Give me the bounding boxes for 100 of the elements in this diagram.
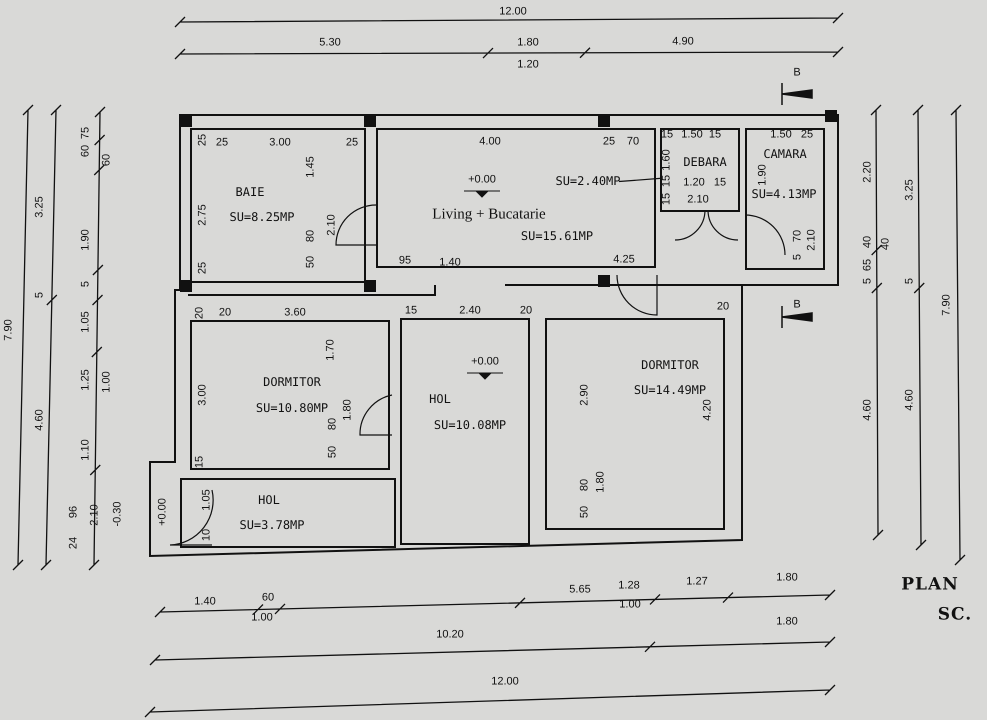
dimension-text: 25 <box>602 136 616 148</box>
dimension-text: 80 <box>306 230 316 242</box>
dimension-text: 1.28 <box>618 580 640 592</box>
dimension-text: 1.50 <box>681 130 703 140</box>
dimension-text: 2.10 <box>90 504 100 526</box>
dimension-text: 50 <box>328 446 338 458</box>
room-name: HOL <box>258 494 280 506</box>
dimension-text: 1.05 <box>80 311 92 333</box>
dimension-text: 25 <box>346 138 358 148</box>
dimension-text: 1.70 <box>326 339 336 361</box>
area-text: DEBARA <box>683 156 727 168</box>
dimension-text: 7.90 <box>942 294 952 316</box>
dimension-text: 7.90 <box>4 319 14 341</box>
dimension-text: 2.10 <box>687 194 709 206</box>
room-name: CAMARA <box>763 148 807 160</box>
dimension-text: 5 <box>34 292 46 298</box>
room-outline <box>180 478 396 548</box>
dimension-text: 1.40 <box>194 596 216 608</box>
room-outline <box>545 318 725 530</box>
dimension-text: 4.00 <box>479 136 501 148</box>
room-name: DORMITOR <box>263 376 321 388</box>
dimension-text: 95 <box>398 256 412 266</box>
dimension-text: 12.00 <box>491 676 519 688</box>
dimension-text: 2.20 <box>862 161 874 183</box>
dimension-text: 60 <box>262 592 274 604</box>
dimension-text: 1.80 <box>776 572 798 584</box>
dimension-text: 12.00 <box>499 6 527 18</box>
dimension-text: 5 <box>792 254 804 260</box>
dimension-text: 4.20 <box>702 399 714 421</box>
room-outline <box>190 320 390 470</box>
dimension-text: 5.30 <box>319 38 341 48</box>
dimension-text: 20 <box>716 302 730 312</box>
dimension-text: 60 <box>102 154 112 166</box>
dimension-text: 3.00 <box>198 384 208 406</box>
dimension-text: 60 <box>80 144 92 158</box>
dimension-text: 1.80 <box>342 399 354 421</box>
area-text: SU=8.25MP <box>229 211 295 223</box>
dimension-text: -0.30 <box>112 501 124 527</box>
dimension-text: 80 <box>580 478 590 492</box>
dimension-text: 1.45 <box>306 156 316 178</box>
area-text: SU=4.13MP <box>751 188 817 200</box>
dimension-text: 25 <box>800 130 814 140</box>
dimension-text: 3.25 <box>904 179 916 201</box>
room-outline <box>745 128 825 270</box>
dimension-text: 4.60 <box>904 389 916 411</box>
dimension-text: 5 <box>904 278 916 284</box>
dimension-text: 1.00 <box>251 612 273 624</box>
dimension-text: 2.10 <box>326 214 338 236</box>
leader-line <box>618 178 660 182</box>
dimension-text: 1.10 <box>80 439 92 461</box>
dimension-text: 1.90 <box>80 229 92 251</box>
dimension-text: 15 <box>404 306 418 316</box>
dimension-text: 1.05 <box>202 489 212 511</box>
drawing-title: PLAN <box>901 576 959 594</box>
dimension-text: 25 <box>198 134 208 146</box>
dimension-text: 15 <box>708 130 722 140</box>
dimension-text: 15 <box>714 178 726 188</box>
area-text: SU=15.61MP <box>520 230 594 242</box>
room-outline <box>376 128 656 268</box>
dimension-text: 2.40 <box>459 306 481 316</box>
dimension-text: 25 <box>198 262 208 274</box>
dimension-text: 15 <box>194 456 206 468</box>
area-text: SU=3.78MP <box>239 519 305 531</box>
room-outline <box>660 128 740 212</box>
area-text: SU=2.40MP <box>555 175 621 187</box>
dimension-text: 2.75 <box>198 204 208 226</box>
dimension-text: 50 <box>580 506 590 518</box>
room-name: DORMITOR <box>641 359 699 371</box>
room-name: Living + Bucatarie <box>432 208 546 222</box>
dimension-text: 5 <box>80 280 92 288</box>
dimension-text: 3.00 <box>269 138 291 148</box>
dimension-text: 20 <box>194 306 206 320</box>
dimension-text: 20 <box>218 308 232 318</box>
dimension-text: 40 <box>880 238 892 250</box>
dimension-text: 15 <box>660 130 674 140</box>
dimension-text: 2.10 <box>806 229 818 251</box>
dimension-text: 20 <box>520 306 532 316</box>
dimension-text: 2.90 <box>580 384 590 406</box>
dimension-text: 1.25 <box>80 369 92 391</box>
room-outline <box>400 318 530 545</box>
dimension-text: 4.60 <box>862 399 874 421</box>
dimension-text: 1.80 <box>596 471 606 493</box>
room-name: HOL <box>429 393 451 405</box>
dimension-text: +0.00 <box>471 356 499 368</box>
dimension-text: 5.65 <box>569 584 591 596</box>
dimension-text: +0.00 <box>158 498 168 526</box>
dimension-text: 40 <box>862 236 874 248</box>
dimension-text: 3.60 <box>284 308 306 318</box>
room-outline <box>190 128 366 283</box>
dimension-text: 70 <box>792 230 804 242</box>
dimension-text: 96 <box>68 506 80 518</box>
dimension-text: 80 <box>328 418 338 430</box>
dimension-text: +0.00 <box>468 174 496 186</box>
dimension-text: B <box>793 300 801 310</box>
dimension-text: 1.40 <box>439 258 461 268</box>
dimension-text: 4.90 <box>672 36 694 48</box>
dimension-text: 65 <box>862 258 874 272</box>
dimension-text: 3.25 <box>34 196 46 218</box>
dimension-text: 10.20 <box>436 630 464 640</box>
dimension-text: 1.20 <box>683 178 705 188</box>
